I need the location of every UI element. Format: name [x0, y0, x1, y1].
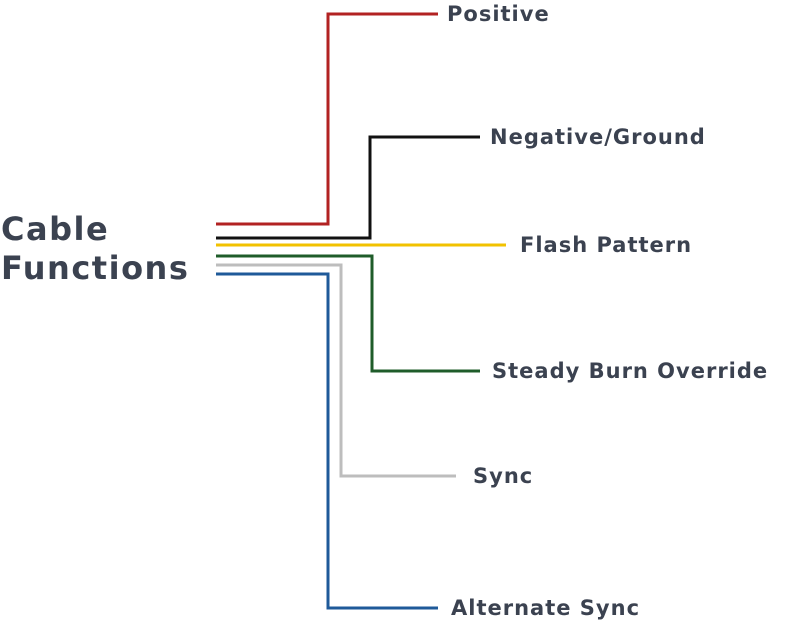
wire-label-positive: Positive: [447, 2, 550, 26]
wire-alternate-sync: [216, 272, 438, 610]
wire-positive: [216, 12, 438, 226]
wire-label-alternate-sync: Alternate Sync: [451, 596, 641, 620]
diagram-title-line-2: Functions: [1, 249, 190, 287]
wire-negative-ground: [216, 135, 480, 240]
wire-label-steady-burn-override: Steady Burn Override: [492, 359, 769, 383]
diagram-title-line-1: Cable: [1, 210, 110, 248]
wire-label-sync: Sync: [473, 464, 534, 488]
wire-label-negative-ground: Negative/Ground: [490, 125, 706, 149]
wire-steady-burn-override: [216, 254, 480, 373]
wire-label-flash-pattern: Flash Pattern: [520, 233, 693, 257]
wire-sync: [216, 263, 456, 478]
